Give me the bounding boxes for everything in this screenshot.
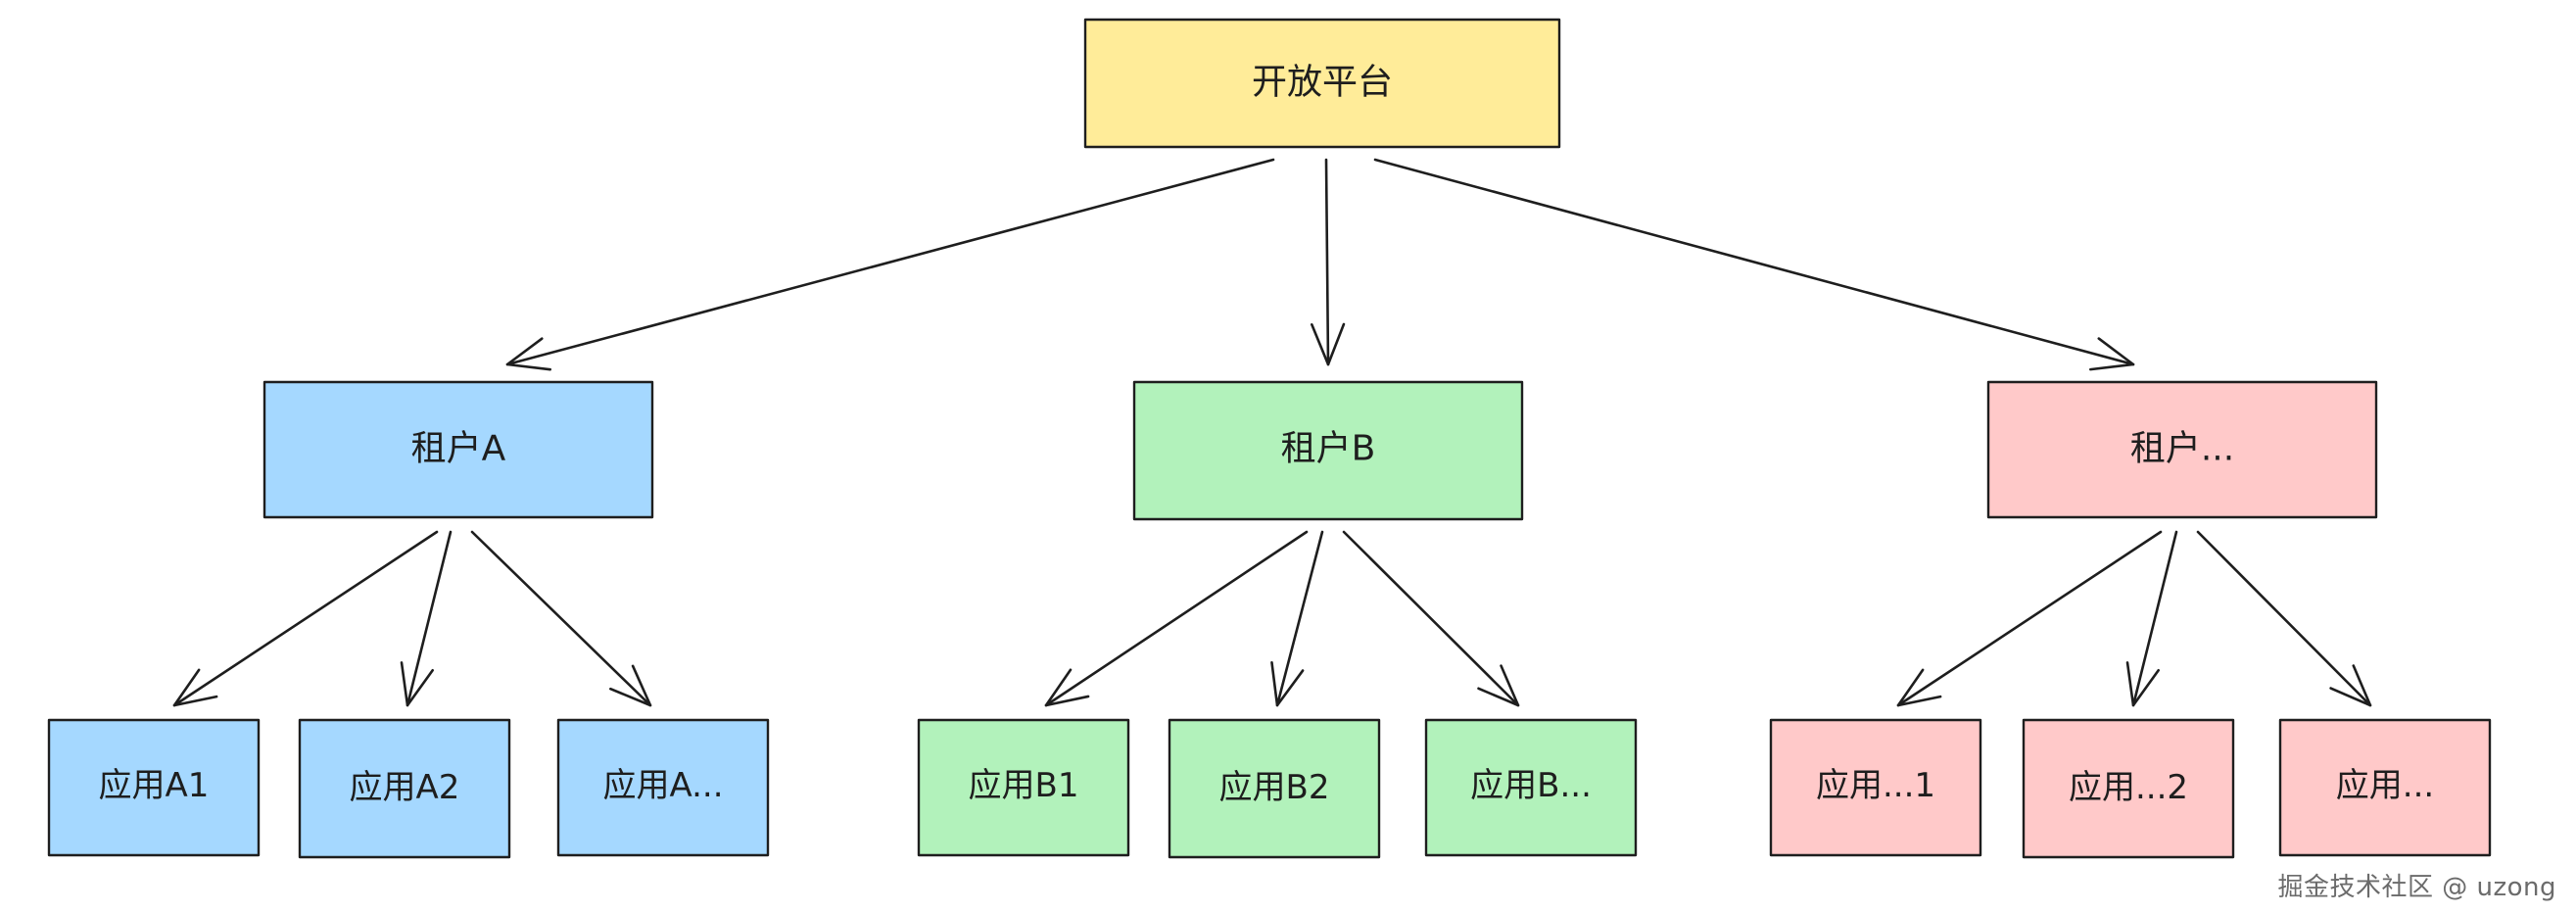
app-node-b1[interactable]: 应用B1 — [917, 718, 1130, 857]
app-node-other2-box — [2024, 720, 2233, 857]
app-node-other3-box — [2280, 720, 2490, 855]
root-node-outline — [1083, 18, 1561, 149]
app-node-other2-outline — [2022, 718, 2235, 859]
edge-tenant-other-to-app-3-arrowhead — [2329, 664, 2372, 707]
tenant-node-b[interactable]: 租户B — [1132, 380, 1524, 521]
edge-tenant-a-to-app-a2-line — [405, 530, 453, 707]
edge-tenant-other-to-app-2 — [2125, 530, 2178, 707]
edge-tenant-a-to-app-a1-line — [172, 530, 439, 707]
tenant-node-b-label: 租户B — [1281, 429, 1376, 469]
app-node-a2[interactable]: 应用A2 — [298, 718, 511, 859]
app-node-b3-box — [1426, 720, 1636, 855]
app-node-a1-label: 应用A1 — [99, 766, 210, 805]
edge-tenant-b-to-app-b1 — [1044, 530, 1309, 707]
app-node-b1-box — [919, 720, 1128, 855]
edges-layer — [172, 158, 2372, 707]
edge-tenant-a-to-app-a2-arrowhead — [400, 661, 434, 707]
tenant-node-b-box — [1134, 382, 1522, 519]
app-node-a1-box — [49, 720, 259, 855]
edge-tenant-a-to-app-a2 — [400, 530, 453, 707]
edge-root-to-tenant-other-arrowhead — [2089, 337, 2135, 371]
tenant-node-a[interactable]: 租户A — [262, 380, 654, 519]
app-node-b2-outline — [1168, 718, 1381, 859]
edge-root-to-tenant-a-line — [505, 158, 1275, 366]
edge-root-to-tenant-b-arrowhead — [1310, 322, 1346, 366]
app-node-b2-box — [1169, 720, 1379, 857]
edge-tenant-a-to-app-a1 — [172, 530, 439, 707]
app-node-b2[interactable]: 应用B2 — [1168, 718, 1381, 859]
edge-root-to-tenant-b — [1310, 158, 1346, 366]
app-node-b2-label: 应用B2 — [1219, 768, 1330, 807]
edge-tenant-other-to-app-2-line — [2131, 530, 2178, 707]
tenant-node-other-outline — [1986, 380, 2378, 519]
app-node-other3-label: 应用... — [2336, 766, 2434, 805]
app-node-a3-outline — [556, 718, 770, 857]
edge-tenant-other-to-app-1-line — [1896, 530, 2163, 707]
edge-tenant-other-to-app-2-arrowhead — [2125, 661, 2160, 707]
edge-tenant-b-to-app-b3-line — [1342, 530, 1520, 707]
tenant-node-other-box — [1988, 382, 2376, 517]
app-node-b3-outline — [1424, 718, 1638, 857]
edge-root-to-tenant-a — [505, 158, 1275, 371]
app-node-other1-box — [1771, 720, 1980, 855]
edge-tenant-b-to-app-b2-arrowhead — [1270, 661, 1305, 707]
app-node-b1-outline — [917, 718, 1130, 857]
edge-tenant-other-to-app-3-line — [2196, 530, 2372, 707]
root-node-box — [1085, 20, 1559, 147]
tenant-node-b-outline — [1132, 380, 1524, 521]
app-node-other3-outline — [2278, 718, 2492, 857]
app-node-other3[interactable]: 应用... — [2278, 718, 2492, 857]
app-node-a2-outline — [298, 718, 511, 859]
app-node-a3[interactable]: 应用A... — [556, 718, 770, 857]
app-node-other1-outline — [1769, 718, 1982, 857]
edge-tenant-other-to-app-3 — [2196, 530, 2372, 707]
edge-tenant-other-to-app-1-arrowhead — [1896, 668, 1942, 707]
app-node-a3-label: 应用A... — [602, 766, 723, 805]
edge-tenant-b-to-app-b1-arrowhead — [1044, 668, 1090, 707]
app-node-a2-label: 应用A2 — [350, 768, 460, 807]
tenant-node-a-box — [264, 382, 652, 517]
root-node[interactable]: 开放平台 — [1083, 18, 1561, 149]
app-node-other2[interactable]: 应用...2 — [2022, 718, 2235, 859]
tenant-node-a-outline — [262, 380, 654, 519]
watermark-text: 掘金技术社区 @ uzong — [2277, 873, 2556, 902]
app-node-a1[interactable]: 应用A1 — [47, 718, 261, 857]
app-node-a1-outline — [47, 718, 261, 857]
app-node-other1[interactable]: 应用...1 — [1769, 718, 1982, 857]
edge-tenant-a-to-app-a1-arrowhead — [172, 668, 218, 707]
edge-tenant-a-to-app-a3 — [470, 530, 652, 707]
tenant-node-other-label: 租户... — [2130, 429, 2234, 469]
edge-tenant-a-to-app-a3-line — [470, 530, 652, 707]
app-node-a3-box — [558, 720, 768, 855]
edge-root-to-tenant-other-line — [1373, 158, 2135, 366]
app-node-other2-label: 应用...2 — [2069, 768, 2188, 807]
app-node-b3-label: 应用B... — [1470, 766, 1592, 805]
edge-tenant-other-to-app-1 — [1896, 530, 2163, 707]
edge-tenant-b-to-app-b1-line — [1044, 530, 1309, 707]
edge-root-to-tenant-b-line — [1324, 158, 1330, 366]
app-node-a2-box — [300, 720, 509, 857]
edge-tenant-b-to-app-b2-line — [1275, 530, 1324, 707]
root-node-label: 开放平台 — [1252, 63, 1393, 103]
edge-root-to-tenant-other — [1373, 158, 2135, 371]
edge-tenant-a-to-app-a3-arrowhead — [609, 664, 652, 707]
tenant-node-other[interactable]: 租户... — [1986, 380, 2378, 519]
edge-root-to-tenant-a-arrowhead — [505, 337, 551, 371]
edge-tenant-b-to-app-b2 — [1270, 530, 1324, 707]
app-node-b3[interactable]: 应用B... — [1424, 718, 1638, 857]
app-node-other1-label: 应用...1 — [1816, 766, 1935, 805]
edge-tenant-b-to-app-b3-arrowhead — [1477, 664, 1520, 707]
tenant-node-a-label: 租户A — [411, 429, 506, 469]
edge-tenant-b-to-app-b3 — [1342, 530, 1520, 707]
app-node-b1-label: 应用B1 — [969, 766, 1079, 805]
